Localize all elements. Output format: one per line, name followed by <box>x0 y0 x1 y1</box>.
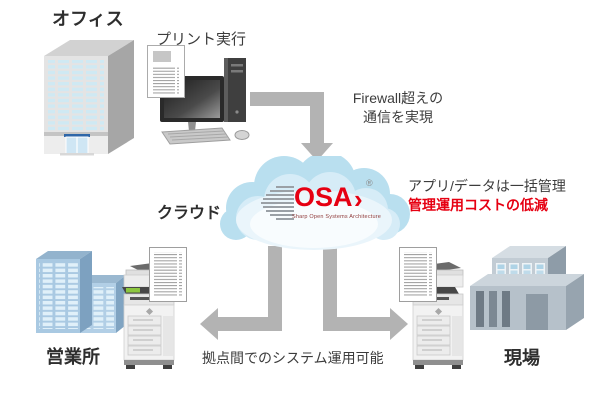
factory-building-illustration <box>470 246 584 330</box>
osa-logo-tagline: Sharp Open Systems Architecture <box>292 214 382 220</box>
branch-office-buildings-illustration <box>36 251 126 333</box>
inter-site-annotation: 拠点間でのシステム運用可能 <box>202 350 384 366</box>
firewall-annotation-line2: 通信を実現 <box>363 109 433 125</box>
arrow-cloud-to-branch-icon <box>200 246 282 340</box>
branch-office-label: 営業所 <box>46 347 100 367</box>
management-annotation-line2: 管理運用コストの低減 <box>408 197 548 213</box>
desktop-computer-illustration <box>160 58 250 145</box>
office-label: オフィス <box>52 9 124 29</box>
print-action-label: プリント実行 <box>156 31 247 48</box>
office-building-illustration <box>44 40 134 156</box>
firewall-annotation-line1: Firewall超えの <box>352 90 444 106</box>
management-annotation-line1: アプリ/データは一括管理 <box>408 178 566 194</box>
registered-trademark-icon: ® <box>366 178 373 188</box>
osa-logo: OSA › ® Sharp Open Systems Architecture <box>258 178 381 232</box>
site-label: 現場 <box>504 348 540 368</box>
printed-document-illustration <box>399 247 437 302</box>
osa-logo-text: OSA <box>294 182 353 212</box>
cloud-label: クラウド <box>157 205 222 222</box>
arrow-cloud-to-site-icon <box>323 246 408 340</box>
arrow-pc-to-cloud-icon <box>250 92 333 161</box>
printed-document-illustration <box>149 247 187 302</box>
firewall-annotation: Firewall超えの 通信を実現 <box>334 89 462 127</box>
osa-lines-icon <box>261 186 294 220</box>
osa-logo-arrow-icon: › <box>354 184 363 214</box>
printed-document-illustration <box>147 45 185 98</box>
